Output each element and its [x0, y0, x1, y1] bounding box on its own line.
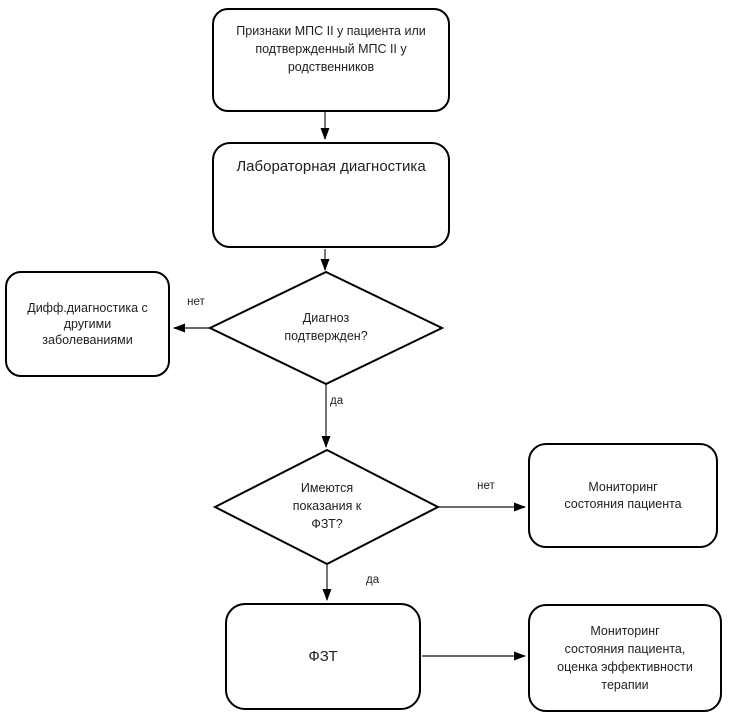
edge-label-yes-indications: да: [330, 395, 344, 407]
node-lab-diagnostics: Лабораторная диагностика: [212, 142, 450, 248]
decision-ert-indications-label: Имеются показания к ФЗТ?: [292, 481, 362, 532]
decision-diagnosis-confirmed-label: Диагноз подтвержден?: [284, 311, 368, 344]
edge-label-yes-ert: да: [366, 574, 380, 586]
node-mps2-signs: Признаки МПС II у пациента или подтвержд…: [212, 8, 450, 112]
node-mps2-signs-label: Признаки МПС II у пациента или подтвержд…: [236, 24, 426, 75]
node-differential-diagnosis-label: Дифф.диагностика с другими заболеваниями: [27, 300, 148, 348]
edge-label-no-diff: нет: [187, 296, 205, 308]
decision-diamond-diagnosis-confirmed: [207, 270, 445, 386]
node-lab-diagnostics-label: Лабораторная диагностика: [236, 158, 426, 175]
decision-diamond-ert-indications: [212, 448, 441, 566]
node-patient-monitoring-label: Мониторинг состояния пациента: [564, 479, 682, 511]
node-differential-diagnosis: Дифф.диагностика с другими заболеваниями: [5, 271, 170, 377]
node-monitoring-therapy-evaluation: Мониторинг состояния пациента, оценка эф…: [528, 604, 722, 712]
node-ert-label: ФЗТ: [308, 648, 338, 665]
node-patient-monitoring: Мониторинг состояния пациента: [528, 443, 718, 548]
node-monitoring-therapy-evaluation-label: Мониторинг состояния пациента, оценка эф…: [557, 623, 693, 693]
node-ert: ФЗТ: [225, 603, 421, 710]
edge-label-no-monitoring: нет: [477, 480, 495, 492]
